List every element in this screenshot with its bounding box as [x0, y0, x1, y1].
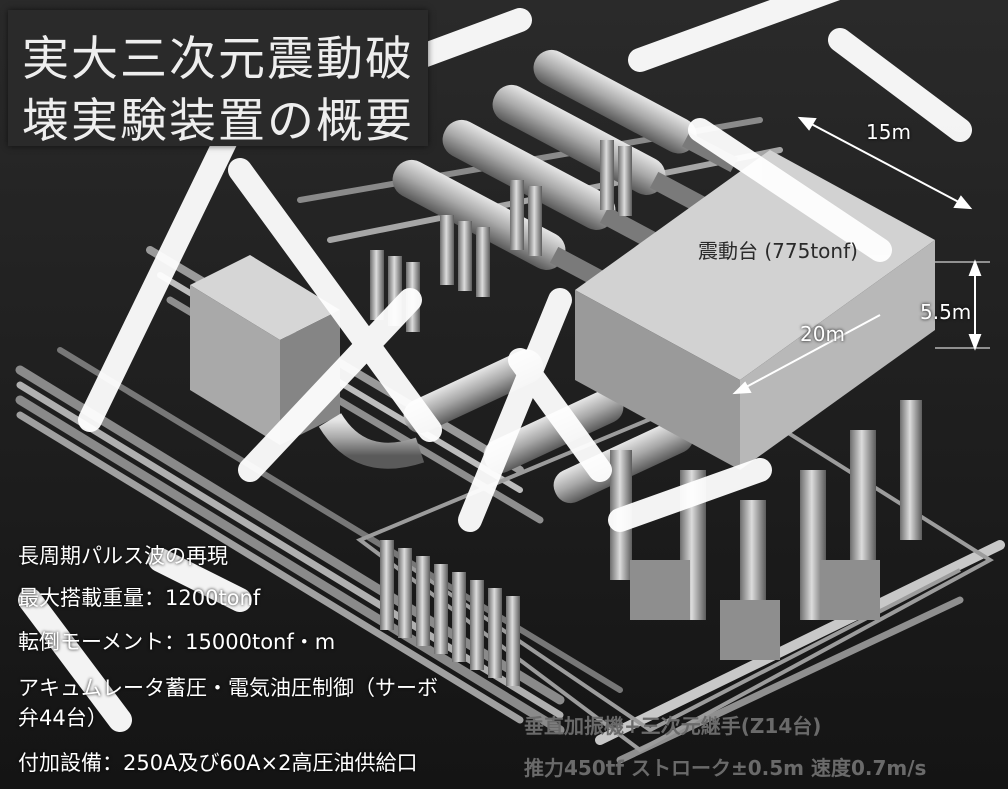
title-line-1: 実大三次元震動破: [22, 32, 414, 87]
vertical-actuators: [610, 400, 922, 660]
table-label: 震動台 (775tonf): [698, 239, 858, 263]
spec-item: アキュムレータ蓄圧・電気油圧制御（サーボ: [18, 676, 438, 700]
title-box: 実大三次元震動破 壊実験装置の概要: [8, 10, 428, 149]
accumulator-bank-rear: [370, 140, 632, 332]
actuator-note-line-2: 推力450tf ストローク±0.5m 速度0.7m/s: [524, 756, 927, 780]
shaking-table: [575, 150, 935, 470]
dimension-width: 20m: [800, 322, 845, 346]
spec-item: 長周期パルス波の再現: [18, 544, 228, 568]
spec-item: 転倒モーメント：15000tonf・m: [18, 630, 336, 654]
spec-item: 最大搭載重量：1200tonf: [18, 586, 261, 610]
spec-item: 弁44台）: [18, 706, 108, 730]
dimension-length: 15m: [866, 120, 911, 144]
dimension-arrows: [732, 116, 990, 395]
title-line-2: 壊実験装置の概要: [22, 94, 414, 149]
accumulator-bank-front: [380, 540, 520, 686]
spec-item: 付加設備：250A及び60A×2高圧油供給口: [18, 751, 418, 775]
actuator-note-line-1: 垂直加振機+三次元継手(Z14台): [524, 714, 822, 738]
dimension-height: 5.5m: [920, 300, 972, 324]
